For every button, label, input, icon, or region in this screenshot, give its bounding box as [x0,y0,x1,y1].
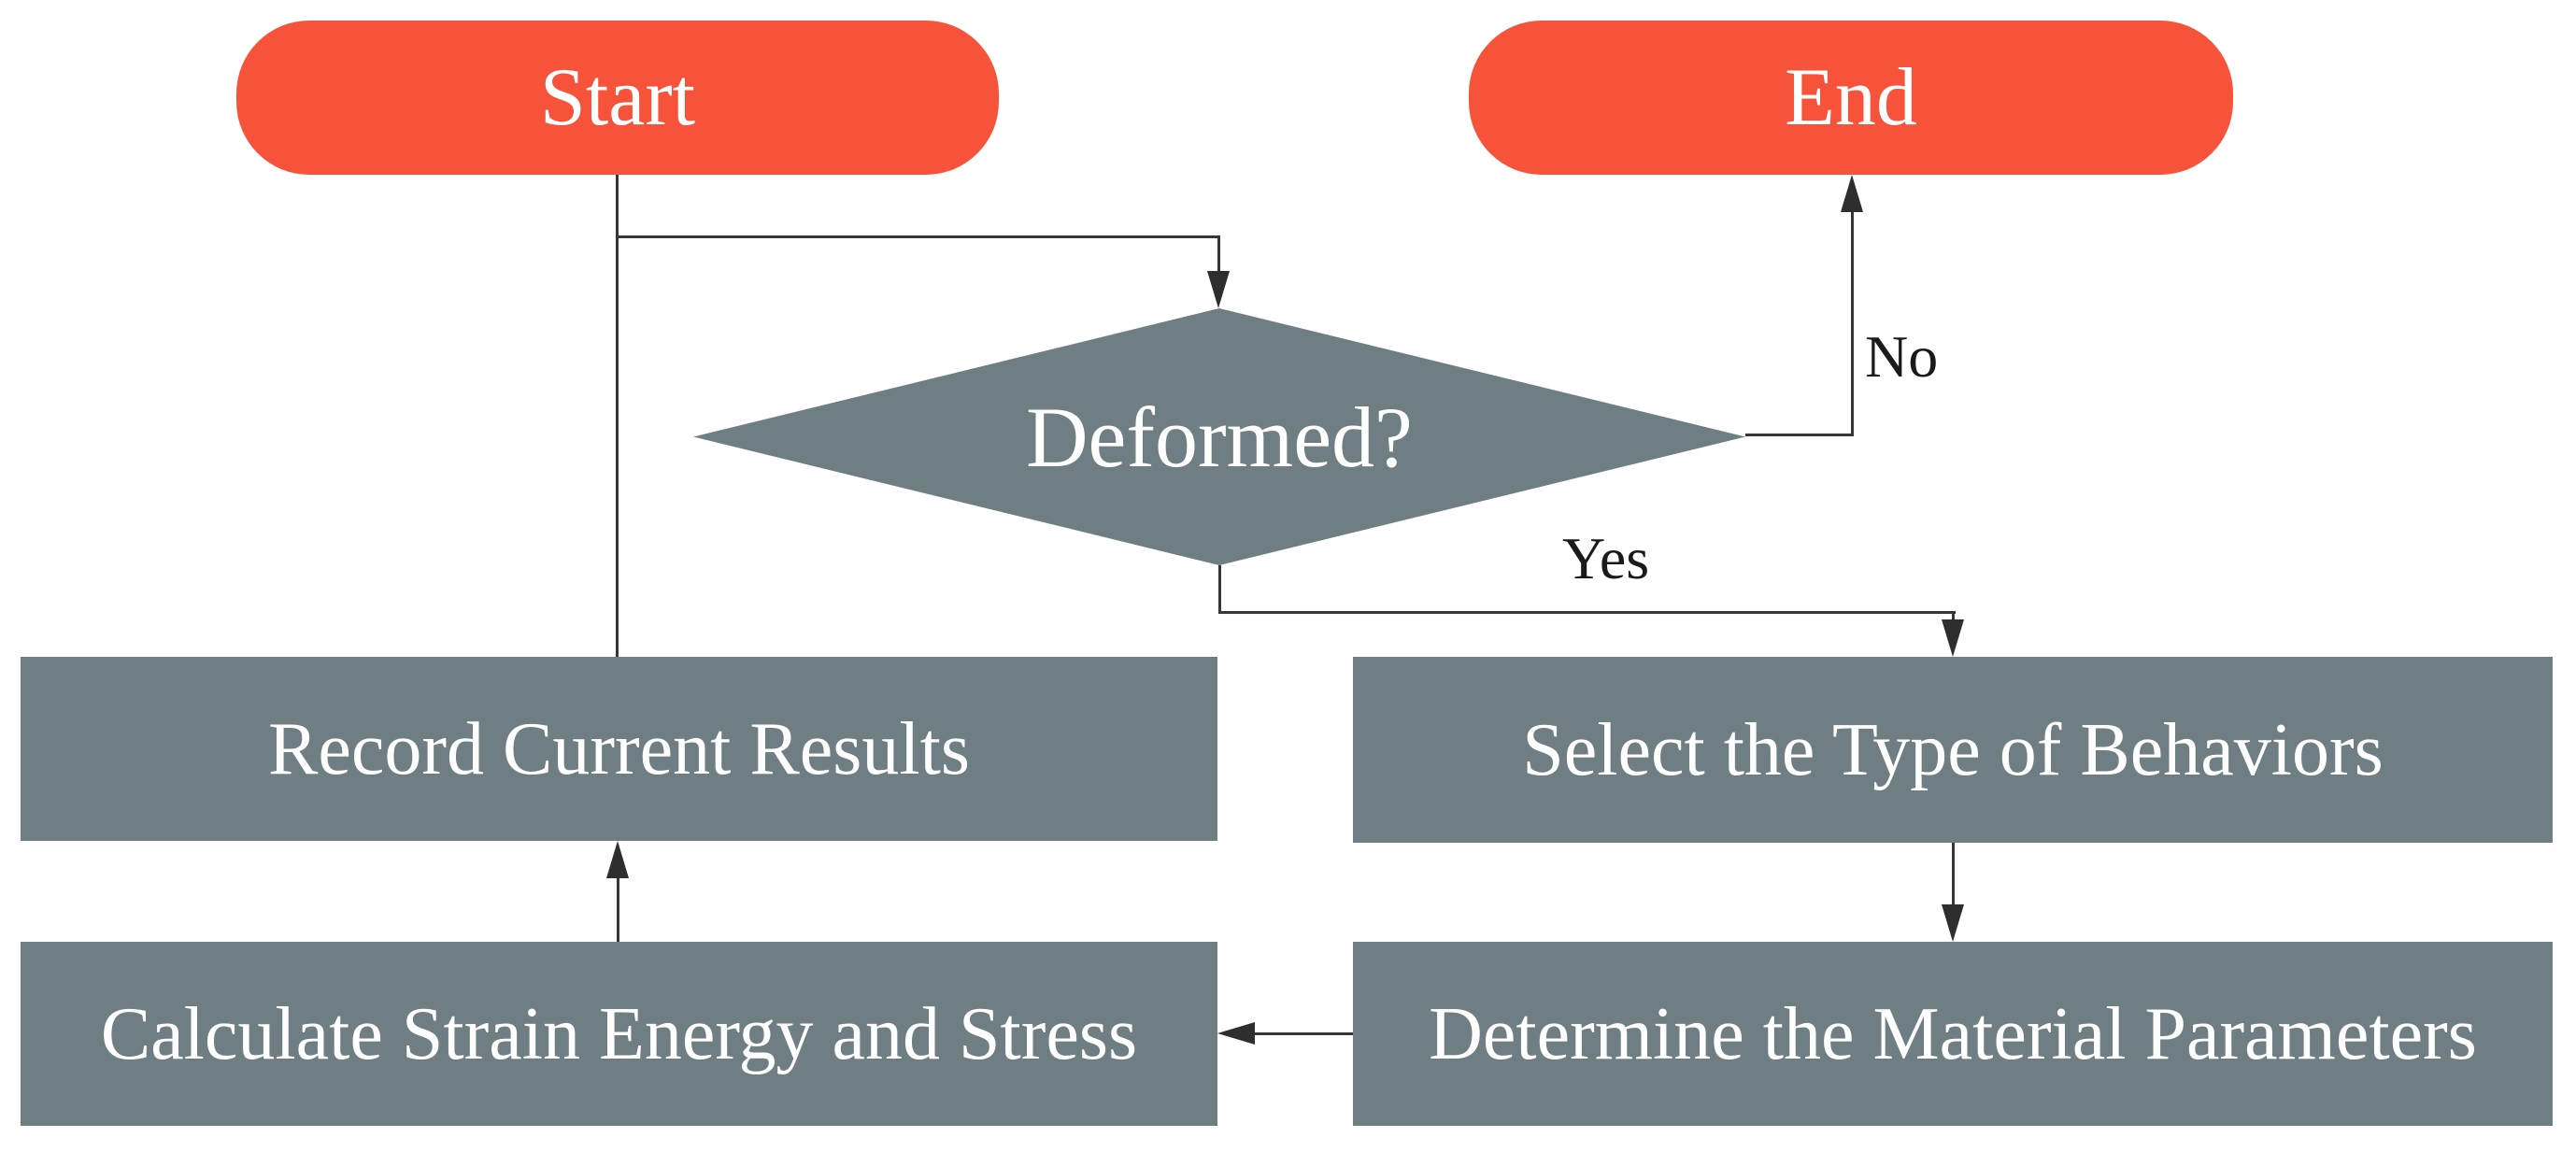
connector-yes-vertical [1952,611,1955,624]
connector-select-to-determine [1952,843,1955,908]
determine-material-parameters-node: Determine the Material Parameters [1353,942,2553,1126]
arrowhead-into-select-icon [1942,619,1964,657]
start-terminal-node: Start [236,21,999,175]
connector-yes-horizontal [1218,611,1956,614]
connector-branch-vertical [1217,235,1220,275]
record-current-results-node: Record Current Results [21,657,1217,841]
connector-yes-drop [1218,565,1221,614]
arrowhead-into-determine-icon [1942,904,1964,942]
connector-no-vertical [1851,209,1854,436]
end-label: End [1785,51,1917,143]
deformed-label: Deformed? [1026,389,1413,485]
arrowhead-into-deformed-icon [1207,271,1230,308]
calculate-label: Calculate Strain Energy and Stress [100,992,1138,1075]
connector-no-horizontal [1745,434,1854,436]
connector-start-to-record [616,175,619,657]
end-terminal-node: End [1469,21,2233,175]
arrowhead-into-calculate-icon [1217,1022,1255,1045]
connector-branch-horizontal [616,235,1220,238]
edge-label-yes: Yes [1562,525,1650,591]
arrowhead-into-end-icon [1841,175,1863,212]
select-label: Select the Type of Behaviors [1522,708,2384,791]
connector-calculate-to-record [617,876,619,942]
edge-label-no: No [1865,323,1939,390]
arrowhead-into-record-icon [606,841,629,878]
calculate-strain-energy-node: Calculate Strain Energy and Stress [21,942,1217,1126]
determine-label: Determine the Material Parameters [1429,992,2477,1075]
start-label: Start [539,51,696,143]
connector-determine-to-calculate [1255,1032,1353,1035]
record-label: Record Current Results [268,707,970,790]
select-type-of-behaviors-node: Select the Type of Behaviors [1353,657,2553,843]
